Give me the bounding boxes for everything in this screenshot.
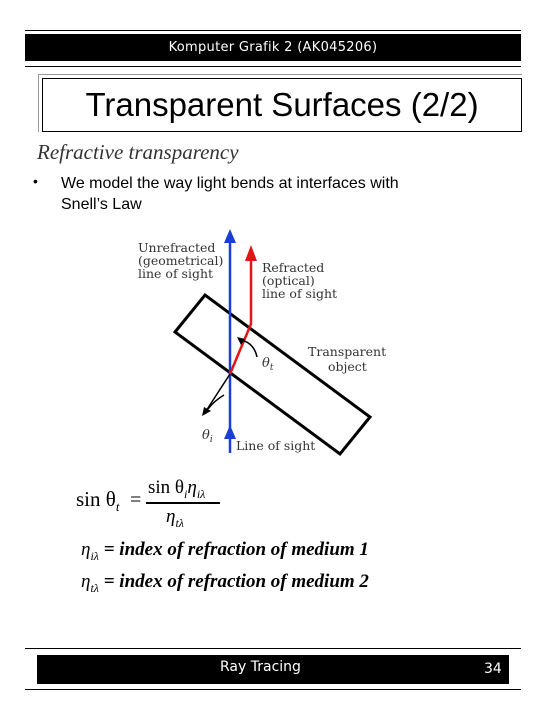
page-number: 34 xyxy=(484,661,502,677)
theta-t-arrowhead xyxy=(237,337,245,345)
refracted-arrowhead xyxy=(245,245,257,261)
slide-title-box: Transparent Surfaces (2/2) xyxy=(42,78,522,132)
snell-equation: sin θt = sin θiηiλ ηtλ xyxy=(76,477,376,537)
bullet-text: We model the way light bends at interfac… xyxy=(61,173,481,215)
top-axis-arrowhead xyxy=(224,229,236,243)
refracted-label-3: line of sight xyxy=(262,286,337,301)
header-top-rule xyxy=(25,30,521,31)
bullet-line-2: Snell’s Law xyxy=(61,196,142,213)
bullet-marker: • xyxy=(33,173,38,189)
object-label-1: Transparent xyxy=(308,344,386,359)
unrefracted-label-1: Unrefracted xyxy=(138,240,215,255)
theta-i-arc xyxy=(207,394,225,410)
refracted-label-1: Refracted xyxy=(262,260,324,275)
header-bottom-rule xyxy=(25,66,521,67)
formula-denominator: ηtλ xyxy=(166,506,184,530)
theta-i-label: θi xyxy=(202,428,213,445)
refracted-line xyxy=(228,258,253,375)
unrefracted-label-3: line of sight xyxy=(138,266,213,281)
formula-equals: = xyxy=(130,489,142,511)
footer-top-rule xyxy=(25,648,521,649)
course-title: Komputer Grafik 2 (AK045206) xyxy=(168,40,378,55)
refracted-label-2: (optical) xyxy=(262,273,315,288)
slide-title: Transparent Surfaces (2/2) xyxy=(85,86,479,123)
header-bar: Komputer Grafik 2 (AK045206) xyxy=(25,34,521,61)
bullet-line-1: We model the way light bends at interfac… xyxy=(61,175,399,192)
definition-medium-2: ηtλ = index of refraction of medium 2 xyxy=(81,571,369,595)
transparent-object-shape xyxy=(172,292,373,457)
unrefracted-label-2: (geometrical) xyxy=(138,253,223,268)
theta-i-arrowhead xyxy=(202,407,211,416)
formula-lhs: sin θt xyxy=(76,487,120,515)
normal-line xyxy=(205,373,231,412)
footer-bar xyxy=(37,655,509,684)
bottom-axis-arrowhead xyxy=(224,425,236,439)
line-of-sight-label: Line of sight xyxy=(236,438,315,453)
object-label-2: object xyxy=(328,359,367,374)
footer-label: Ray Tracing xyxy=(220,659,301,675)
footer-bottom-rule xyxy=(25,689,521,690)
refraction-diagram: Unrefracted (geometrical) line of sight … xyxy=(138,229,386,457)
theta-t-label: θt xyxy=(262,356,274,373)
definition-medium-1: ηiλ = index of refraction of medium 1 xyxy=(81,539,369,563)
snell-formula: sin θt = sin θiηiλ ηtλ ηiλ = index of re… xyxy=(76,477,376,595)
slide-subtitle: Refractive transparency xyxy=(37,140,239,164)
formula-numerator: sin θiηiλ xyxy=(148,477,206,501)
title-frame-shadow xyxy=(38,74,522,132)
fraction-bar xyxy=(146,502,220,504)
